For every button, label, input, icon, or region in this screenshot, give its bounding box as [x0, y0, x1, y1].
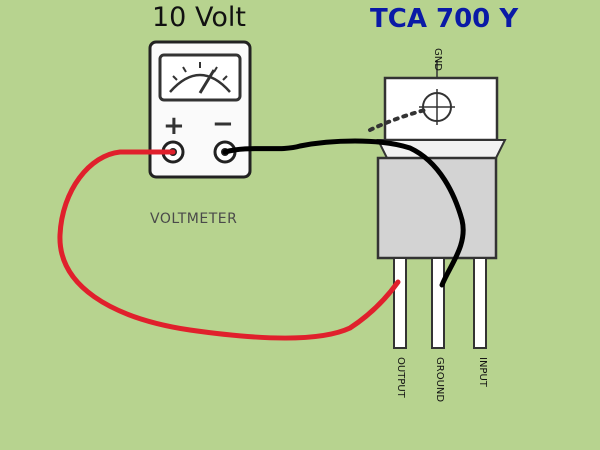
black-wire — [222, 138, 466, 288]
dial-tick — [172, 75, 178, 81]
dial-arc — [169, 73, 231, 93]
red-wire — [57, 149, 401, 341]
pin-input — [473, 257, 487, 349]
voltmeter-dial — [158, 53, 242, 102]
pin-output — [393, 257, 407, 349]
dial-tick — [182, 66, 187, 73]
dotted-ground-link — [368, 108, 427, 132]
ic-part-number: TCA 700 Y — [370, 4, 519, 34]
pin-label-output: OUTPUT — [395, 357, 406, 398]
pin-label-ground: GROUND — [434, 357, 445, 403]
pin-label-input: INPUT — [477, 357, 488, 387]
dial-needle — [198, 69, 216, 94]
dial-tick — [222, 75, 228, 81]
voltmeter-label: VOLTMETER — [150, 211, 238, 227]
pin-ground — [431, 257, 445, 349]
tab-gnd-label: GND — [432, 48, 443, 71]
minus-symbol: − — [212, 109, 234, 139]
voltage-title: 10 Volt — [152, 2, 246, 33]
plus-symbol: + — [163, 111, 185, 141]
